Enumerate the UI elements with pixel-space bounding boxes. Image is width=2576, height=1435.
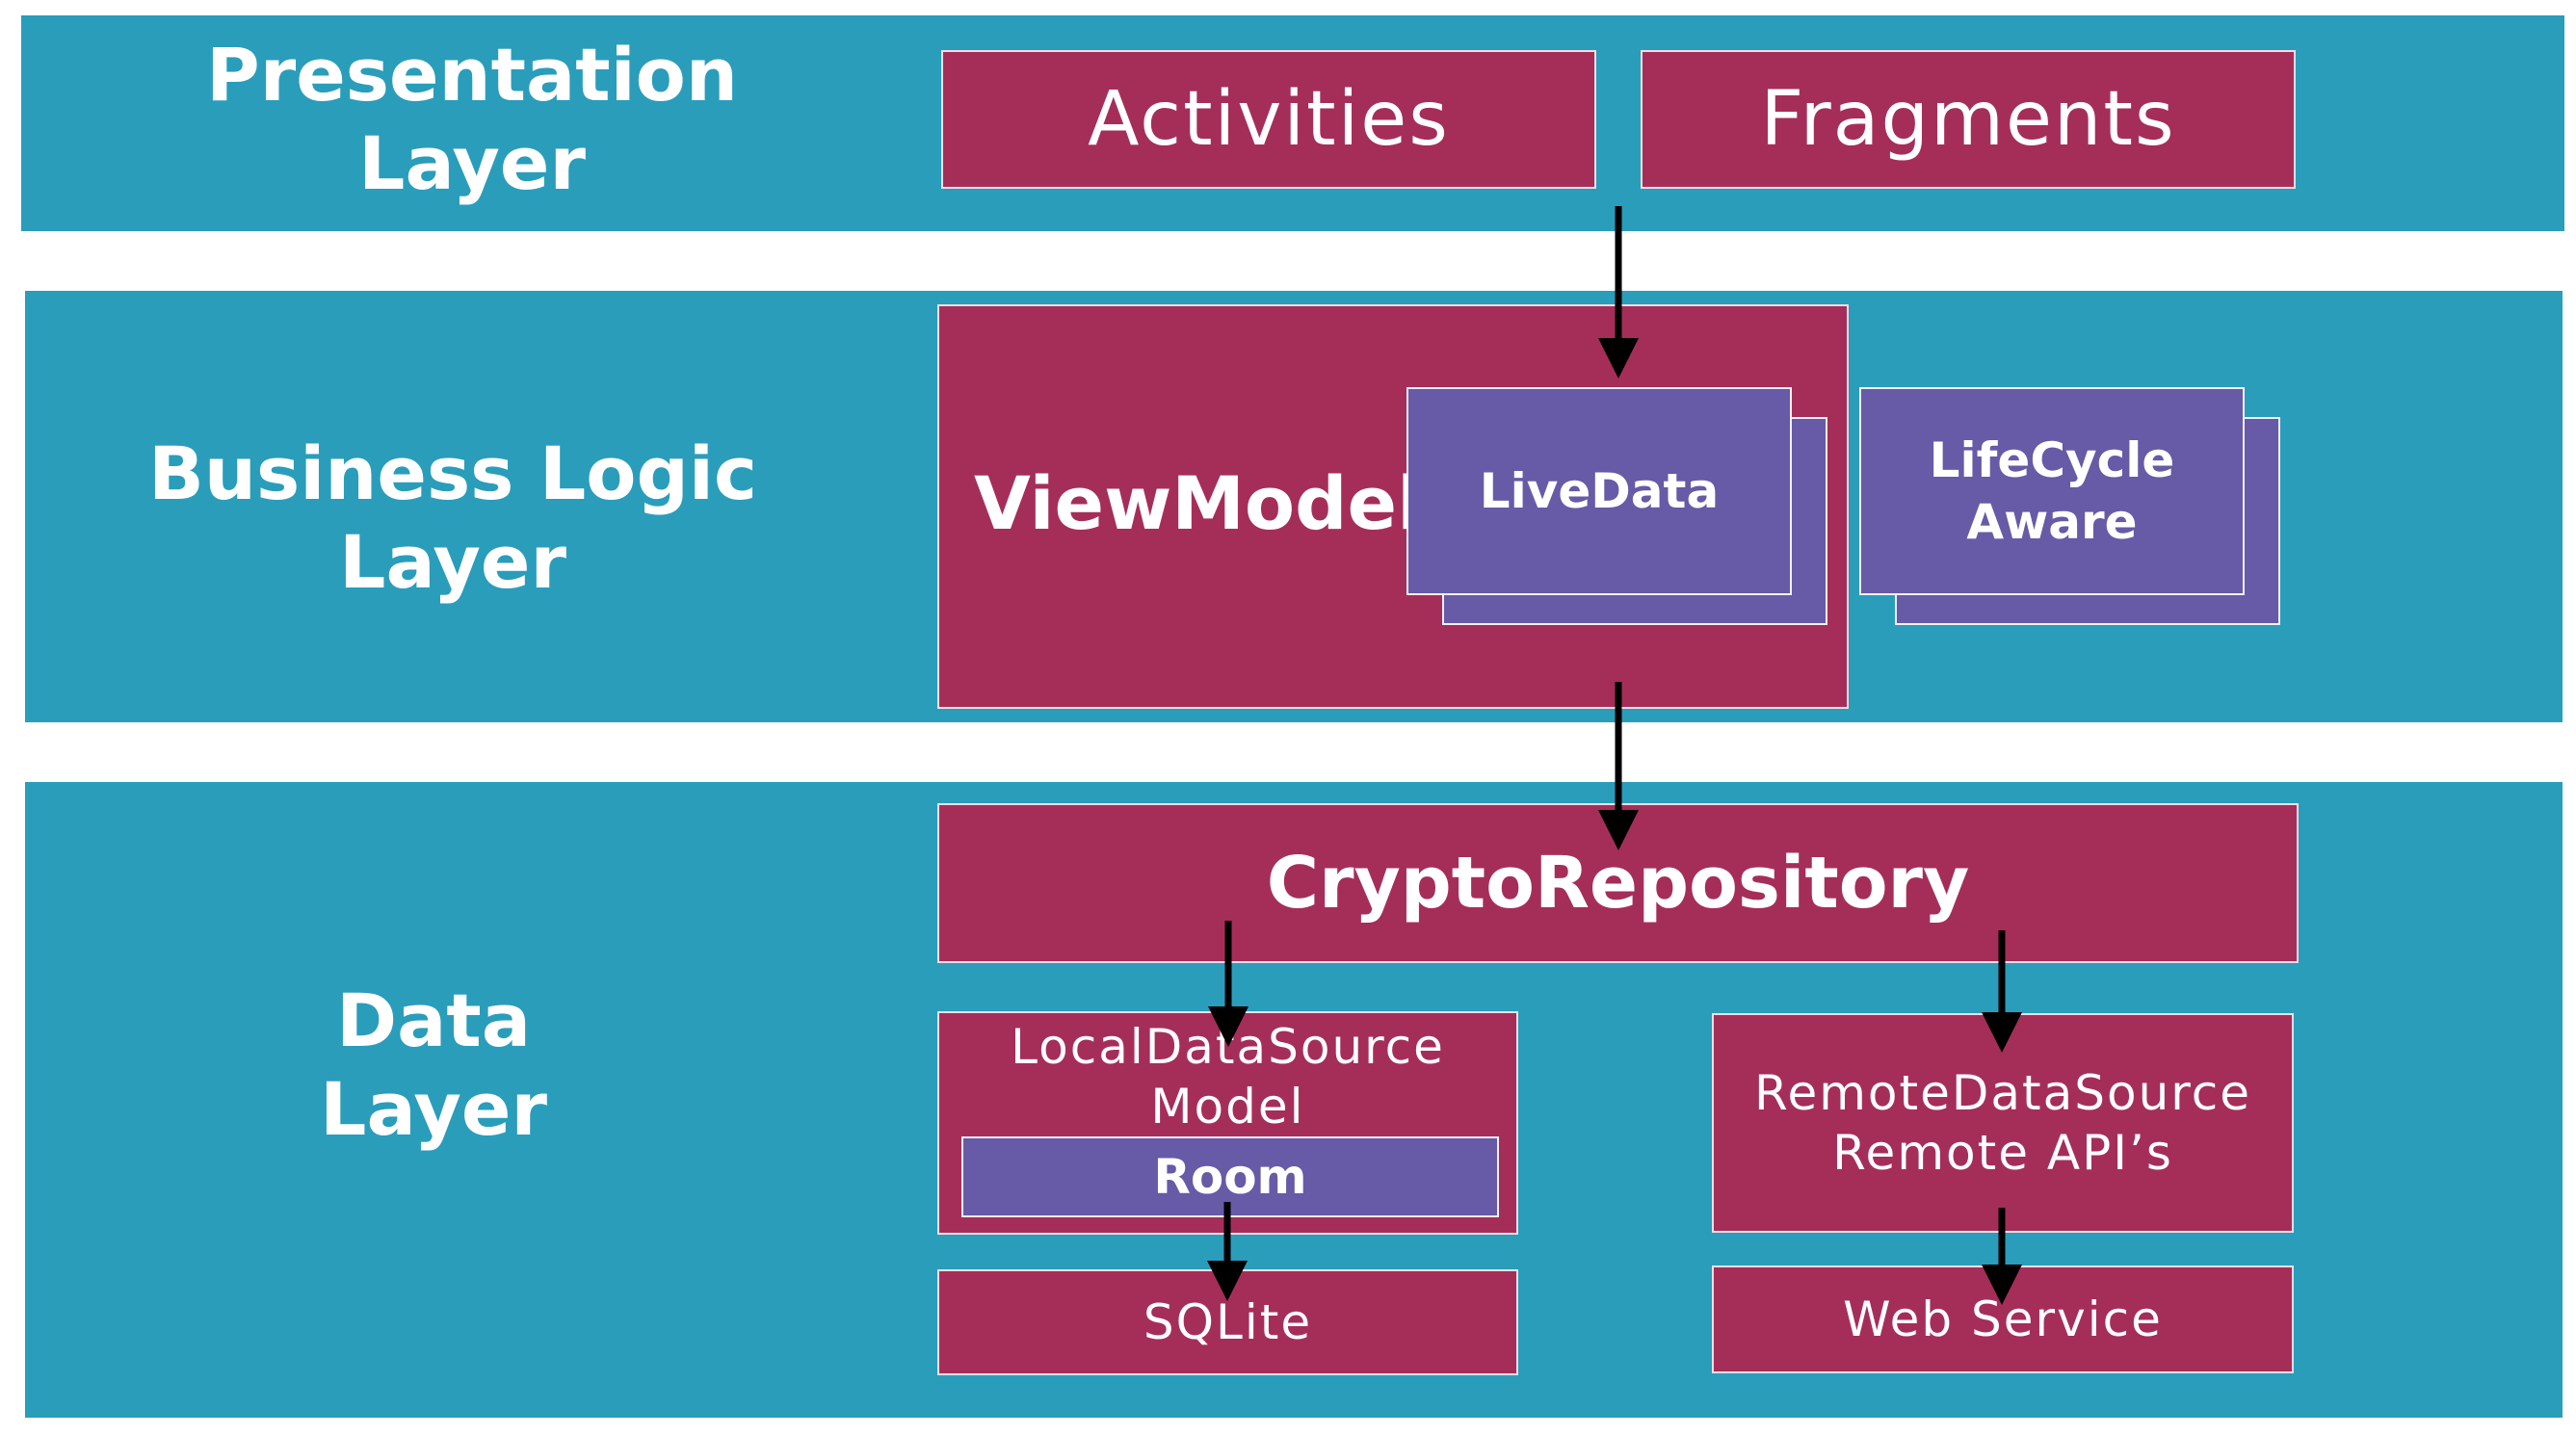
activities-label: Activities (1088, 76, 1450, 163)
business-logic-layer-title: Business Logic Layer (147, 430, 758, 605)
remote-datasource-label: RemoteDataSource Remote API’s (1753, 1065, 2252, 1181)
viewmodel-label: ViewModel (974, 460, 1423, 546)
room-label: Room (1153, 1149, 1307, 1205)
livedata-label: LiveData (1479, 463, 1720, 519)
crypto-repository-box: CryptoRepository (937, 803, 2299, 963)
crypto-repository-label: CryptoRepository (1266, 842, 1970, 925)
activities-box: Activities (941, 50, 1596, 189)
lifecycle-aware-box: LifeCycle Aware (1859, 387, 2245, 595)
presentation-layer-title: Presentation Layer (206, 32, 738, 206)
sqlite-label: SQLite (1143, 1294, 1313, 1350)
fragments-box: Fragments (1641, 50, 2296, 189)
fragments-label: Fragments (1760, 76, 2176, 163)
livedata-box: LiveData (1406, 387, 1792, 595)
data-layer-title: Data Layer (320, 978, 547, 1152)
lifecycle-aware-label: LifeCycle Aware (1929, 432, 2175, 550)
